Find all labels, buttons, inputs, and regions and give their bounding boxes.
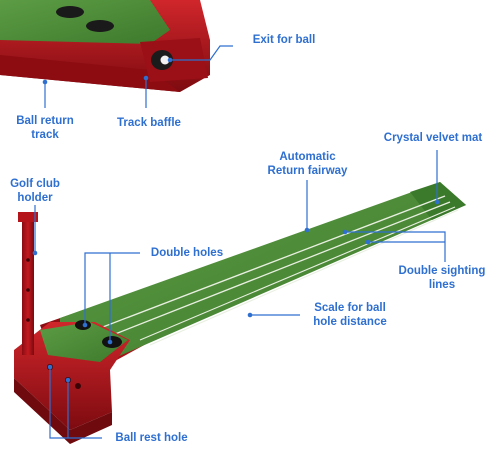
callout-double-holes: Double holes xyxy=(150,247,224,259)
head-hole-2 xyxy=(86,20,114,32)
putting-mat xyxy=(14,182,466,444)
sighting-line-3 xyxy=(139,206,456,341)
callout-ball-rest-hole: Ball rest hole xyxy=(115,432,188,444)
callout-track-baffle: Track baffle xyxy=(117,117,181,129)
callout-crystal-velvet-mat: Crystal velvet mat xyxy=(383,132,483,144)
return-head-inset xyxy=(0,0,210,92)
base-turf xyxy=(40,322,128,362)
callout-lines xyxy=(34,45,446,439)
sighting-line-2 xyxy=(104,201,451,339)
return-head-turf xyxy=(0,0,170,44)
ball-return-track xyxy=(0,55,180,92)
callout-ball-return-track: Ball return track xyxy=(16,115,74,141)
callout-golf-club-holder: Golf club holder xyxy=(10,178,60,204)
callout-double-sighting-lines: Double sighting lines xyxy=(398,265,486,291)
callout-automatic-return-fairway: Automatic Return fairway xyxy=(267,151,348,177)
club-holder-post xyxy=(22,215,34,355)
ball-rest-hole-3 xyxy=(75,383,81,389)
golf-ball xyxy=(160,55,170,65)
club-holder-top xyxy=(18,212,38,222)
callout-scale-for-ball-hole-distance: Scale for ball hole distance xyxy=(313,302,387,328)
sighting-line-1 xyxy=(94,195,446,331)
callout-exit-for-ball: Exit for ball xyxy=(252,34,316,46)
callout-dots xyxy=(32,57,440,383)
base-bottom xyxy=(14,378,112,444)
head-hole-1 xyxy=(56,6,84,18)
